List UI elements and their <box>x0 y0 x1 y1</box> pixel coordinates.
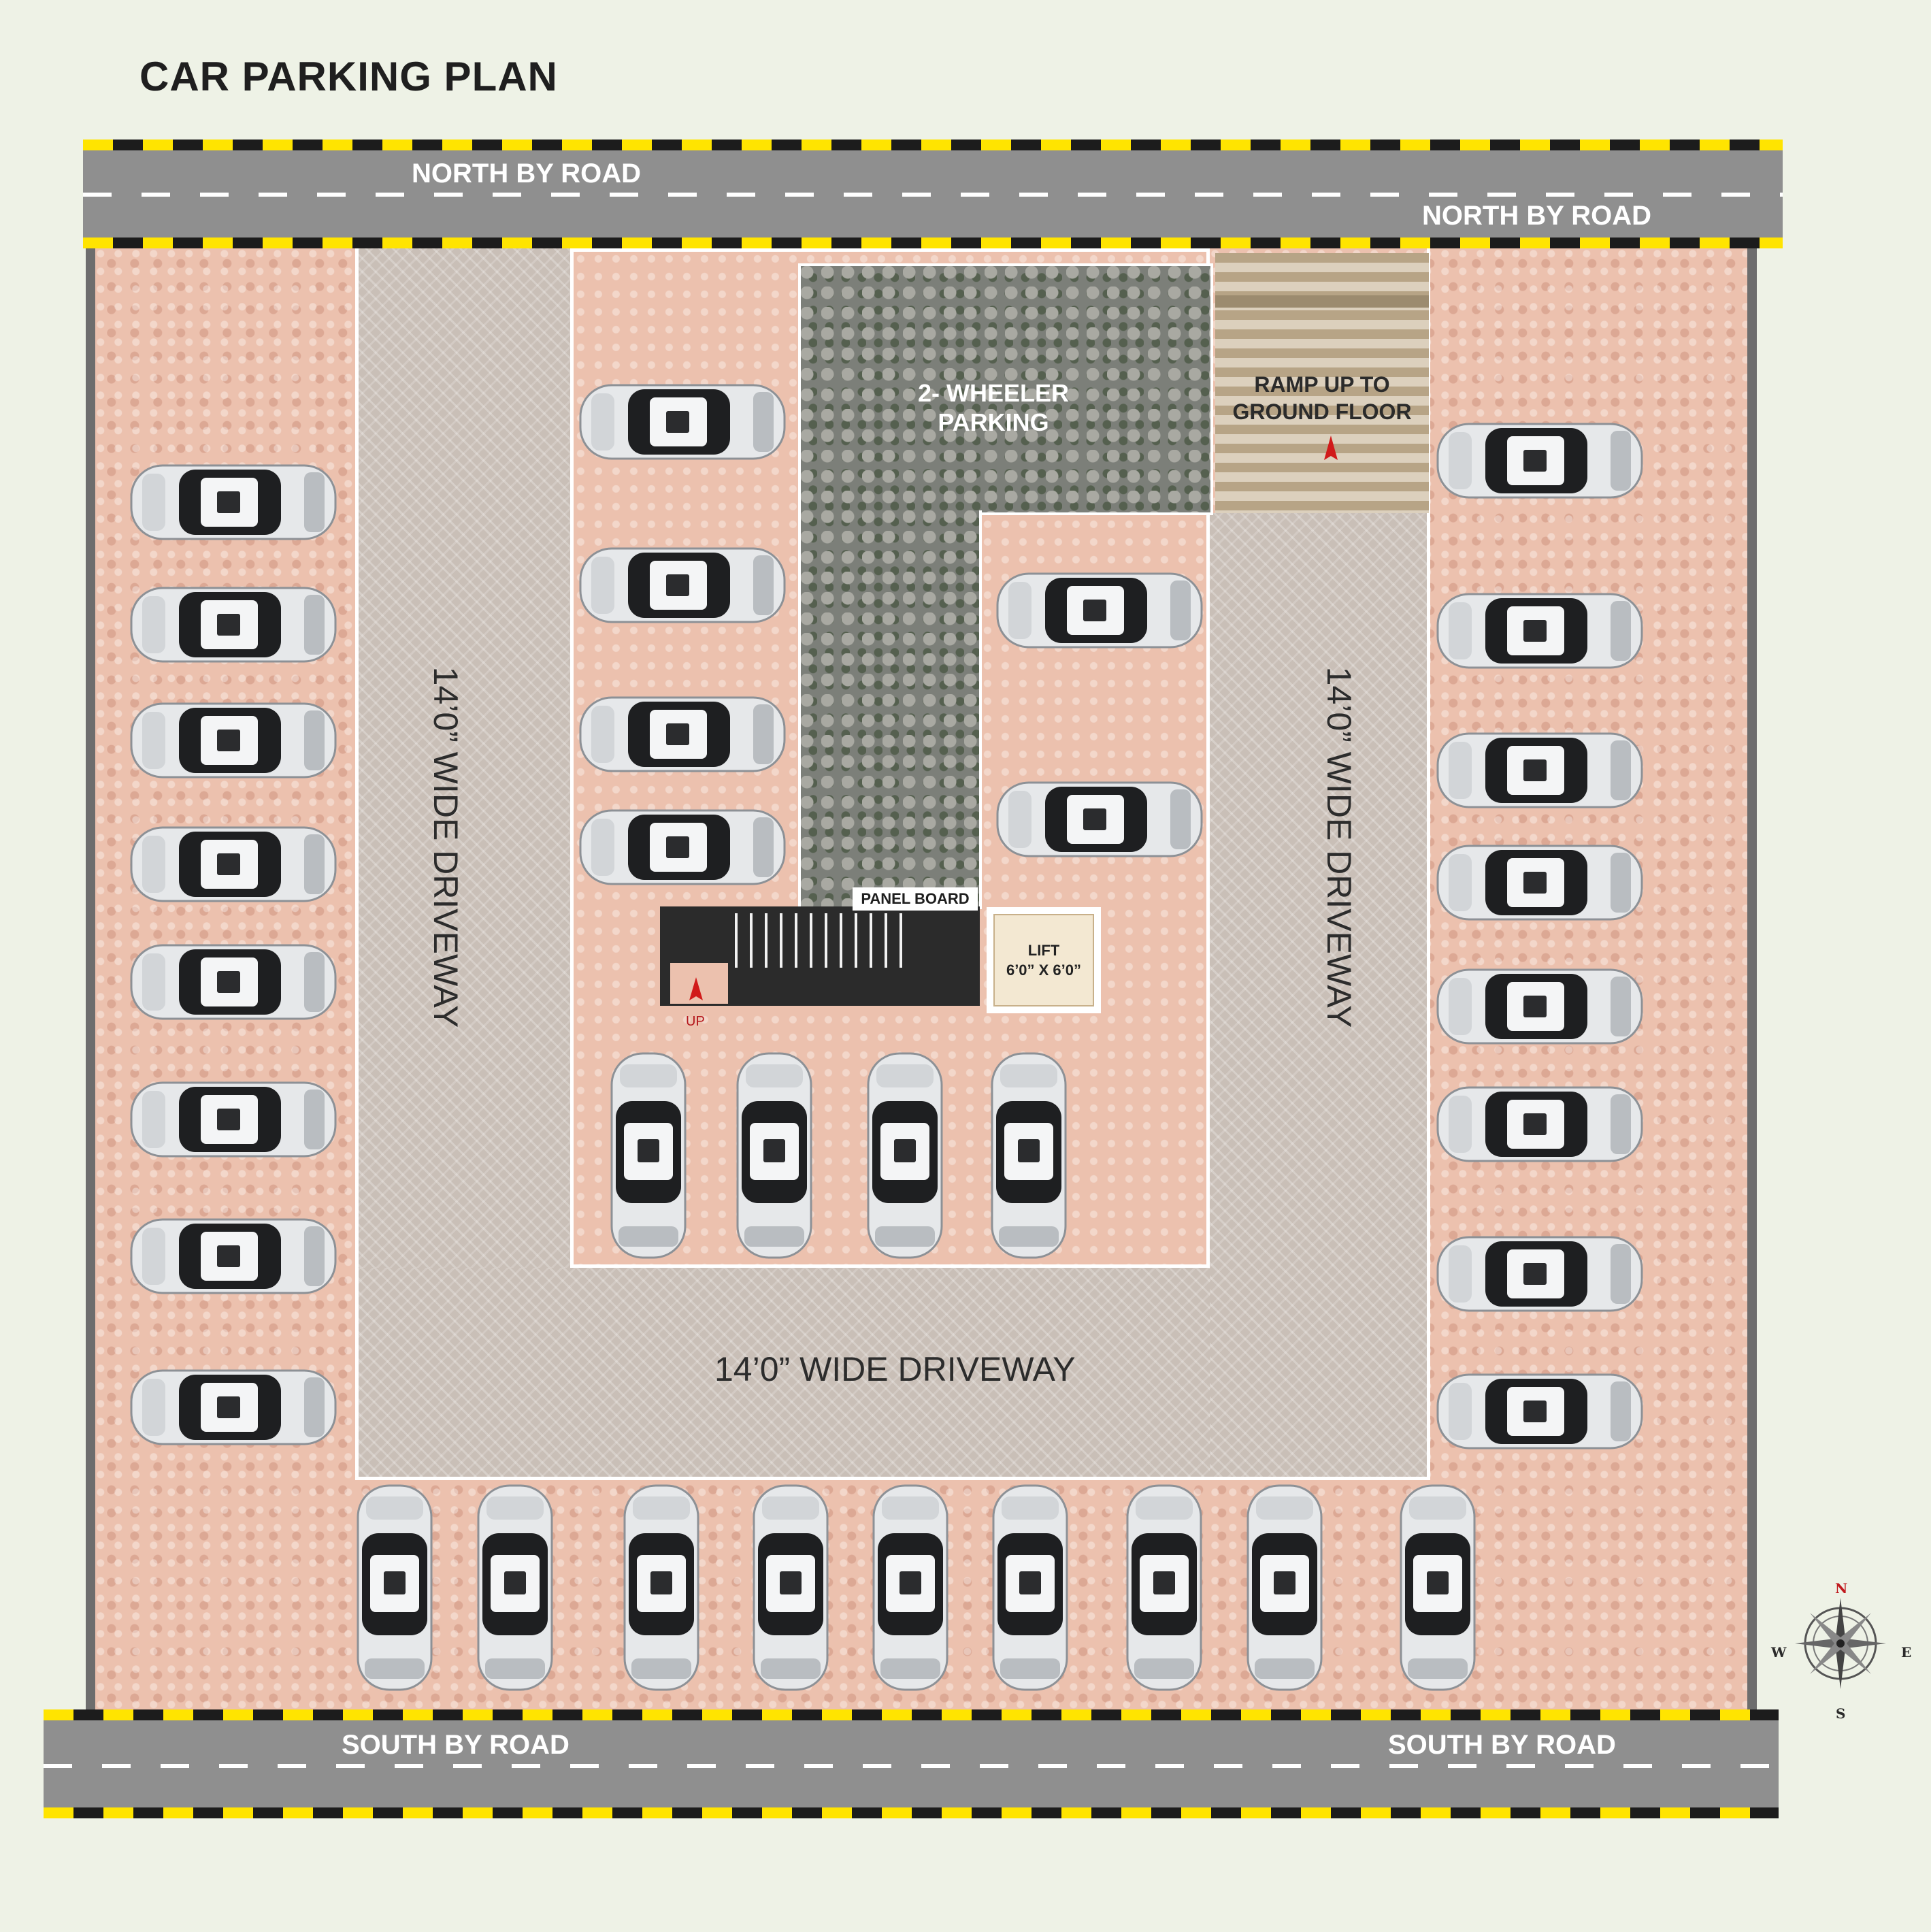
parked-car <box>1126 1484 1202 1691</box>
parked-car <box>579 547 786 623</box>
driveway-bottom-label: 14’0” WIDE DRIVEWAY <box>714 1350 1076 1388</box>
south-road-label-left: SOUTH BY ROAD <box>342 1730 570 1760</box>
south-road-curb-bottom <box>44 1807 1779 1818</box>
two-wheeler-label-line1: 2- WHEELER <box>917 379 1069 407</box>
stair-up-label: UP <box>686 1014 705 1029</box>
two-wheeler-parking-area <box>798 263 1213 515</box>
compass-west-label: W <box>1771 1644 1787 1660</box>
panel-board-label: PANEL BOARD <box>853 887 978 911</box>
ramp-label-line1: RAMP UP TO <box>1254 372 1390 397</box>
parked-car <box>872 1484 948 1691</box>
lift-size: 6’0” X 6’0” <box>1006 961 1082 979</box>
south-road-label-right: SOUTH BY ROAD <box>1388 1730 1616 1760</box>
parked-car <box>1436 1373 1643 1450</box>
lift-box: LIFT 6’0” X 6’0” <box>987 907 1101 1013</box>
parked-car <box>1436 845 1643 921</box>
south-road: SOUTH BY ROAD SOUTH BY ROAD <box>44 1709 1779 1818</box>
parked-car <box>579 809 786 885</box>
ramp-top-edge <box>1215 295 1429 308</box>
two-wheeler-parking-strip <box>798 510 982 909</box>
two-wheeler-label-line2: PARKING <box>938 408 1049 437</box>
parked-car <box>130 826 337 902</box>
parked-car <box>867 1052 943 1259</box>
plan-title: CAR PARKING PLAN <box>139 54 558 99</box>
compass-south-label: S <box>1836 1705 1846 1722</box>
parked-car <box>1436 968 1643 1045</box>
parked-car <box>1436 423 1643 499</box>
north-road-curb-bottom <box>83 238 1783 248</box>
parked-car <box>753 1484 829 1691</box>
north-road-label-right: NORTH BY ROAD <box>1422 201 1652 231</box>
stair-up-arrow-icon <box>689 977 703 1000</box>
parked-car <box>357 1484 433 1691</box>
north-road: NORTH BY ROAD NORTH BY ROAD <box>83 140 1783 248</box>
ramp-label: RAMP UP TO GROUND FLOOR <box>1215 371 1429 425</box>
compass-north-label: N <box>1835 1580 1848 1597</box>
lift-title: LIFT <box>1027 942 1060 959</box>
ramp-arrow-icon <box>1324 436 1338 460</box>
parked-car <box>130 944 337 1020</box>
parked-car <box>623 1484 699 1691</box>
parked-car <box>579 696 786 772</box>
ramp-label-line2: GROUND FLOOR <box>1232 399 1412 424</box>
parked-car <box>477 1484 553 1691</box>
south-road-curb-top <box>44 1709 1779 1720</box>
south-road-lane-marking <box>44 1764 1779 1768</box>
parked-car <box>996 572 1203 649</box>
staircase-steps <box>735 913 912 968</box>
parked-car <box>130 702 337 779</box>
parked-car <box>992 1484 1068 1691</box>
two-wheeler-label: 2- WHEELER PARKING <box>851 378 1136 437</box>
parked-car <box>1436 1086 1643 1162</box>
parked-car <box>1436 1236 1643 1312</box>
driveway-outline <box>355 248 1430 1480</box>
driveway-right <box>1210 513 1429 1480</box>
north-road-lane-marking <box>83 193 1783 197</box>
parked-car <box>991 1052 1067 1259</box>
parked-car <box>130 1369 337 1445</box>
parked-car <box>1400 1484 1476 1691</box>
north-road-curb-top <box>83 140 1783 150</box>
parked-car <box>1436 732 1643 808</box>
parked-car <box>736 1052 812 1259</box>
parked-car <box>130 587 337 663</box>
parked-car <box>130 1218 337 1294</box>
parked-car <box>1247 1484 1323 1691</box>
parked-car <box>1436 593 1643 669</box>
lift-inner: LIFT 6’0” X 6’0” <box>993 914 1094 1006</box>
parked-car <box>610 1052 687 1259</box>
parked-car <box>579 384 786 460</box>
parked-car <box>130 464 337 540</box>
compass-east-label: E <box>1901 1644 1912 1660</box>
parked-car <box>130 1081 337 1158</box>
north-road-label-left: NORTH BY ROAD <box>412 159 642 189</box>
compass-rose-icon <box>1795 1598 1886 1689</box>
parked-car <box>996 781 1203 857</box>
